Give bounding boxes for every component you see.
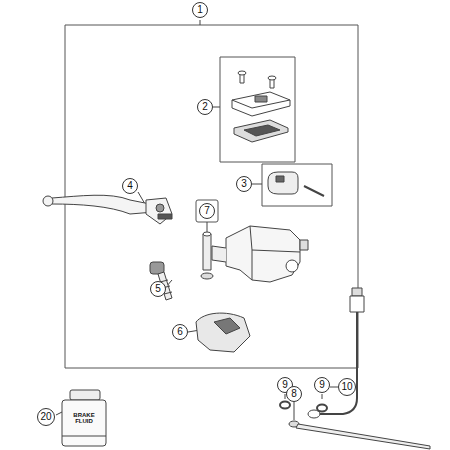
- callout-circle: 1: [192, 2, 208, 18]
- callout-number: 7: [204, 206, 210, 216]
- group-frame: [196, 200, 218, 222]
- group-frame: [262, 164, 332, 206]
- callout-circle: 9: [314, 377, 330, 393]
- clamp-clip: [268, 172, 324, 196]
- callout-circle: 5: [150, 281, 166, 297]
- callout-circle: 2: [197, 99, 213, 115]
- callout-number: 4: [127, 181, 133, 191]
- callout-number: 10: [341, 382, 352, 392]
- piston: [150, 262, 172, 300]
- callout-number: 1: [197, 5, 203, 15]
- callout-number: 6: [177, 327, 183, 337]
- washer: [317, 405, 327, 412]
- callout-circle: 6: [172, 324, 188, 340]
- banjo-bolt: [289, 421, 430, 449]
- callout-circle: 3: [236, 176, 252, 192]
- callout-circle: 10: [338, 378, 356, 396]
- callout-circle: 8: [286, 386, 302, 402]
- bottle-label: BRAKE FLUID: [64, 412, 104, 425]
- callout-circle: 4: [122, 178, 138, 194]
- brake-lever: [43, 195, 172, 224]
- callout-circle: 7: [199, 203, 215, 219]
- washer: [280, 402, 290, 409]
- callout-number: 3: [241, 179, 247, 189]
- fluid-bottle: [62, 390, 106, 446]
- group-frame: [220, 57, 295, 162]
- callout-number: 9: [319, 380, 325, 390]
- rubber-boot: [196, 313, 250, 352]
- callout-number: 5: [155, 284, 161, 294]
- callout-circle: 20: [37, 408, 55, 426]
- callout-number: 2: [202, 102, 208, 112]
- pivot-pin: [201, 232, 213, 279]
- master-cylinder: [212, 226, 308, 282]
- brake-hose: [308, 288, 364, 418]
- reservoir-cap: [232, 71, 290, 142]
- callout-number: 8: [291, 389, 297, 399]
- leader-lines: [56, 20, 338, 420]
- callout-number: 20: [40, 412, 51, 422]
